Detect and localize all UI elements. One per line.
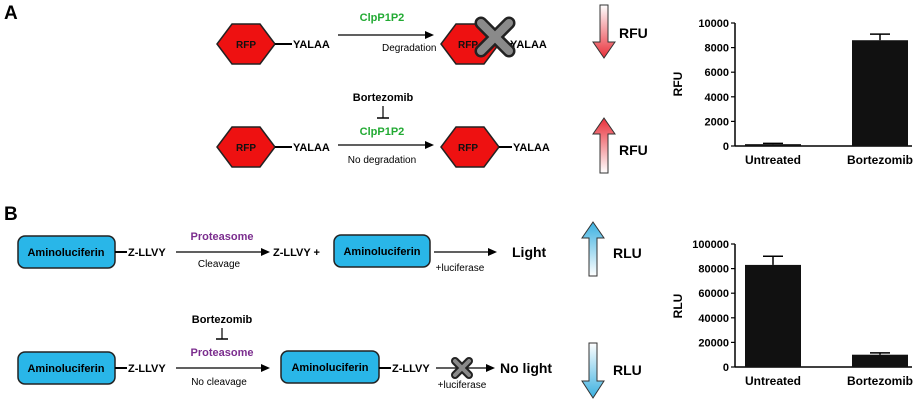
no-cleavage-label: No cleavage <box>191 377 247 388</box>
y-tick-label: 0 <box>723 141 729 153</box>
y-tick-label: 6000 <box>705 67 729 79</box>
y-tick-label: 80000 <box>698 264 729 276</box>
reaction-arrowhead <box>425 141 434 149</box>
cleavage-label: Cleavage <box>198 259 241 270</box>
bar <box>852 40 908 146</box>
category-label: Untreated <box>745 153 801 167</box>
rfu-readout-label: RFU <box>619 25 648 41</box>
proteasome-label: Proteasome <box>191 347 254 359</box>
bar <box>852 354 908 367</box>
y-tick-label: 40000 <box>698 313 729 325</box>
aminoluciferin-label: Aminoluciferin <box>291 362 368 374</box>
aminoluciferin-label: Aminoluciferin <box>343 246 420 258</box>
aminoluciferin-label: Aminoluciferin <box>27 363 104 375</box>
aminoluciferin-box <box>333 234 431 268</box>
bortezomib-label: Bortezomib <box>192 314 253 326</box>
rfu-decrease-arrow-icon <box>592 4 616 59</box>
degraded-cross-icon <box>474 16 516 58</box>
no-light-label: No light <box>500 360 552 376</box>
rfp-label: RFP <box>236 143 256 154</box>
rfu-readout-label: RFU <box>619 142 648 158</box>
rfp-hexagon <box>216 126 276 168</box>
tag-label: YALAA <box>293 39 330 51</box>
y-tick-label: 4000 <box>705 92 729 104</box>
panel-a-label: A <box>4 3 18 24</box>
luciferase-arrowhead <box>488 248 497 256</box>
y-axis-title: RFU <box>671 72 685 97</box>
blocked-cross-icon <box>451 357 473 379</box>
reaction-arrowhead <box>425 31 434 39</box>
category-label: Bortezomib <box>847 153 913 167</box>
tag-label: YALAA <box>510 39 547 51</box>
peptide-label: Z-LLVY <box>392 363 430 375</box>
bar <box>745 144 801 146</box>
y-tick-label: 10000 <box>698 18 729 30</box>
peptide-label: Z-LLVY <box>128 247 166 259</box>
rfp-hexagon <box>440 126 500 168</box>
bortezomib-label: Bortezomib <box>353 92 414 104</box>
aminoluciferin-label: Aminoluciferin <box>27 247 104 259</box>
category-label: Untreated <box>745 374 801 388</box>
clpp-enzyme-label: ClpP1P2 <box>360 126 405 138</box>
peptide-plus-label: Z-LLVY + <box>273 247 320 259</box>
reaction-arrowhead <box>261 248 270 256</box>
rfp-label: RFP <box>458 143 478 154</box>
tag-label: YALAA <box>513 142 550 154</box>
y-tick-label: 20000 <box>698 337 729 349</box>
degradation-label: Degradation <box>382 43 436 54</box>
y-tick-label: 2000 <box>705 116 729 128</box>
y-tick-label: 60000 <box>698 288 729 300</box>
luciferase-label: +luciferase <box>436 263 485 274</box>
rlu-increase-arrow-icon <box>581 221 605 277</box>
category-label: Bortezomib <box>847 374 913 388</box>
tag-label: YALAA <box>293 142 330 154</box>
rlu-readout-label: RLU <box>613 245 642 261</box>
rlu-readout-label: RLU <box>613 362 642 378</box>
rfp-hexagon <box>216 23 276 65</box>
luciferase-arrowhead <box>486 364 495 372</box>
y-tick-label: 100000 <box>692 239 729 251</box>
peptide-label: Z-LLVY <box>128 363 166 375</box>
bar <box>745 264 801 367</box>
rlu-decrease-arrow-icon <box>581 342 605 399</box>
rfp-label: RFP <box>458 40 478 51</box>
rfp-label: RFP <box>236 40 256 51</box>
reaction-arrowhead <box>261 364 270 372</box>
no-degradation-label: No degradation <box>348 155 416 166</box>
y-tick-label: 0 <box>723 362 729 374</box>
y-axis-title: RLU <box>671 294 685 319</box>
luciferase-label: +luciferase <box>438 380 487 391</box>
panel-b-label: B <box>4 204 18 225</box>
y-tick-label: 8000 <box>705 43 729 55</box>
rfu-increase-arrow-icon <box>592 117 616 174</box>
light-label: Light <box>512 244 547 260</box>
clpp-enzyme-label: ClpP1P2 <box>360 12 405 24</box>
proteasome-label: Proteasome <box>191 231 254 243</box>
